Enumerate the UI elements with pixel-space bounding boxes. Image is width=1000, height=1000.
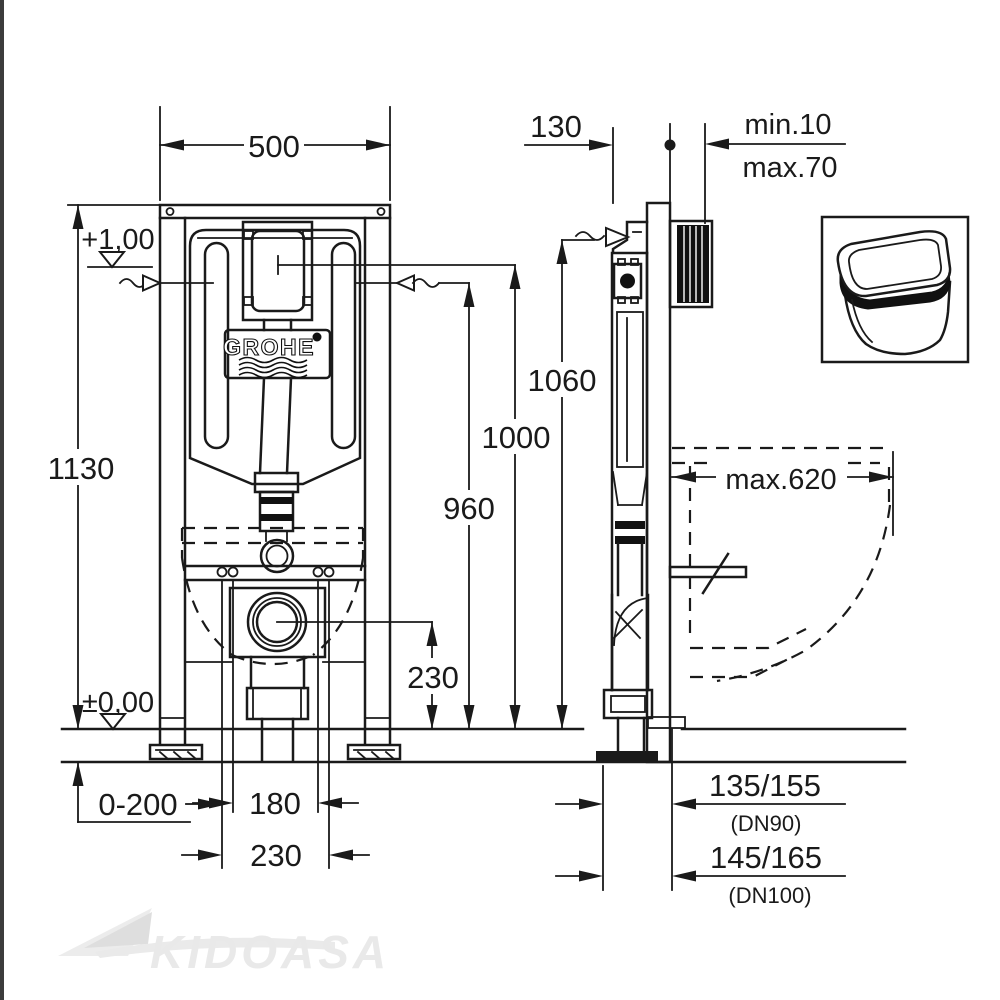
watermark-swoosh	[95, 937, 335, 958]
dim-height-1060: 1060	[528, 363, 597, 398]
dim-height-960: 960	[443, 491, 495, 526]
dim-frame-depth: 130	[530, 109, 582, 144]
dimensions: 500 1130 +1,00 ±0,00 0-200 180 230	[47, 106, 894, 908]
break-line-side	[574, 231, 606, 241]
cistern-side-profile	[611, 311, 649, 597]
dim-foot-adjust: 0-200	[98, 787, 177, 822]
mounting-frame	[148, 203, 402, 761]
toilet-inset	[820, 215, 970, 364]
wall-fixing-symbol	[612, 258, 643, 304]
dim-frame-width: 500	[248, 129, 300, 164]
dim-drain-dn90-note: (DN90)	[731, 811, 802, 836]
dim-bolt-spacing: 180	[249, 786, 301, 821]
dim-outlet-height: 230	[407, 660, 459, 695]
flush-duct-protection-box	[668, 219, 714, 309]
outlet-assembly	[228, 586, 327, 763]
dim-drain-dn100: 145/165	[710, 840, 822, 875]
bowl-outline-side	[672, 446, 892, 683]
concealed-cistern	[188, 228, 362, 486]
flush-plate-frame	[241, 220, 314, 322]
dim-frame-height: 1130	[48, 451, 115, 486]
watermark: KIDOASA	[58, 908, 390, 978]
datum-button-level: +1,00	[81, 224, 154, 256]
flush-pipe	[253, 318, 300, 574]
dim-height-1000: 1000	[482, 420, 551, 455]
fixing-bolts	[216, 566, 335, 869]
cistern-grip-slot-right	[330, 241, 357, 450]
bowl-outline-front	[180, 526, 365, 666]
watermark-plane-fold	[84, 912, 152, 948]
dim-drain-dn100-note: (DN100)	[728, 883, 811, 908]
side-foot	[596, 751, 658, 761]
logo-wave	[238, 371, 308, 379]
break-line-right	[411, 278, 441, 288]
dim-outlet-offset: 230	[250, 838, 302, 873]
front-view: GROHE	[148, 203, 402, 869]
bowl-mounting-rod	[668, 552, 748, 595]
dim-wall-finish-max: max.70	[742, 152, 837, 184]
brand-logo-text: GROHE	[223, 334, 315, 360]
frame-foot-left	[148, 743, 204, 761]
cistern-grip-slot-left	[203, 241, 230, 450]
dim-drain-dn90: 135/155	[709, 768, 821, 803]
brand-logo-box: GROHE	[223, 328, 332, 380]
page-edge-strip	[0, 0, 4, 1000]
side-view	[596, 201, 892, 764]
logo-wave	[238, 361, 308, 369]
floor-lines	[60, 727, 907, 764]
wall-hung-toilet-icon	[836, 230, 952, 356]
wall-rail	[645, 201, 672, 764]
dim-wall-finish-min: min.10	[744, 109, 831, 141]
logo-wave	[238, 356, 308, 364]
frame-foot-right	[346, 743, 402, 761]
dim-bowl-depth: max.620	[725, 464, 836, 496]
watermark-text: KIDOASA	[150, 926, 390, 978]
logo-dot	[312, 332, 322, 342]
inset-box	[820, 215, 970, 364]
top-bracket	[611, 220, 649, 255]
logo-wave	[238, 366, 308, 374]
reference-dot	[664, 139, 676, 151]
drain-elbow	[596, 593, 686, 762]
